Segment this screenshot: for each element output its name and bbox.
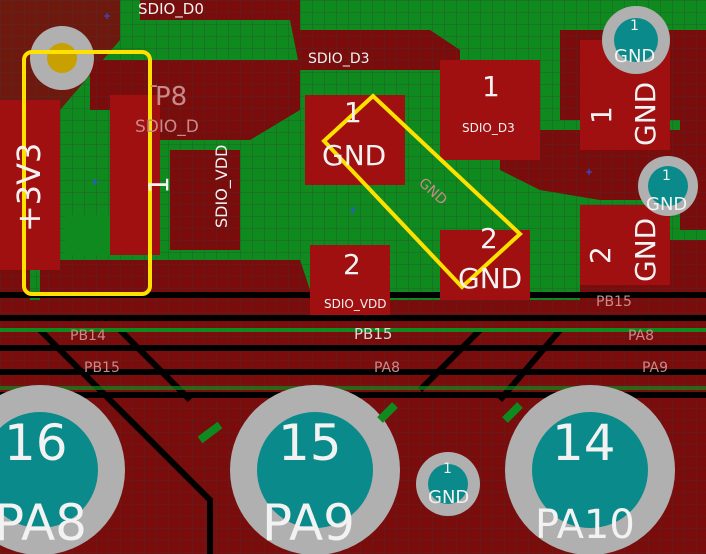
via-mid-gnd: GND xyxy=(646,194,687,215)
right-pad1-number: 1 xyxy=(585,106,618,124)
ref-p8: P8 xyxy=(155,82,187,112)
pad1-number: 1 xyxy=(344,96,362,129)
net-label-sdio-vdd-vertical: SDIO_VDD xyxy=(212,145,232,228)
net-label-plus-3v3: +3V3 xyxy=(10,143,48,232)
pin15-number: 15 xyxy=(278,414,342,472)
net-label-sdio-d-partial: SDIO_D xyxy=(135,117,199,137)
pin16-drill xyxy=(0,412,98,528)
via-top-number: 1 xyxy=(630,18,639,34)
pin16-number: 16 xyxy=(4,414,68,472)
right-pad2-number: 2 xyxy=(584,246,617,264)
ref-dash: - xyxy=(150,73,158,98)
right-pad2-gnd: GND xyxy=(629,218,662,282)
pad1-gnd: GND xyxy=(322,139,386,172)
pin14-drill xyxy=(532,412,648,528)
vias xyxy=(30,6,698,516)
sdio-vdd-pad-number: 2 xyxy=(343,248,361,281)
net-label-pb15-left: PB15 xyxy=(84,360,120,376)
highlight-box-left[interactable] xyxy=(22,50,152,296)
smd-pads xyxy=(0,40,670,315)
pin15-drill xyxy=(257,412,373,528)
net-label-pa9-right: PA9 xyxy=(642,360,668,376)
via-mid-drill xyxy=(648,166,688,206)
net-label-pa8-right: PA8 xyxy=(628,328,654,344)
origin-markers xyxy=(92,13,592,213)
via-top-gnd: GND xyxy=(614,46,655,67)
net-label-pb15-right: PB15 xyxy=(596,294,632,310)
thru-hole-pins xyxy=(0,385,675,554)
via-topleft-drill xyxy=(47,43,77,73)
net-label-pb15-mid: PB15 xyxy=(354,325,392,343)
pad2-number: 2 xyxy=(480,222,498,255)
net-label-pb14-left: PB14 xyxy=(70,328,106,344)
green-pad xyxy=(65,215,110,255)
via-bot-number: 1 xyxy=(443,461,452,477)
sdio-d3-pad-number: 1 xyxy=(482,70,500,103)
sdio-d3-pad-net: SDIO_D3 xyxy=(462,121,515,135)
via-top-drill xyxy=(614,18,658,62)
sdio-vdd-pad-net: SDIO_VDD xyxy=(324,297,387,311)
thermal-spokes xyxy=(197,402,523,444)
net-label-sdio-d0-top: SDIO_D0 xyxy=(138,0,204,19)
net-label-sdio-d3-trace: SDIO_D3 xyxy=(308,51,370,67)
pin-1-left: 1 xyxy=(142,176,175,194)
pad2-gnd: GND xyxy=(458,262,522,295)
pin14-number: 14 xyxy=(552,414,616,472)
highlight-box-rotated[interactable] xyxy=(321,93,523,290)
pin14-net: PA10 xyxy=(535,502,635,548)
pin16-net: PA8 xyxy=(0,494,87,552)
via-bot-drill xyxy=(428,464,468,504)
net-label-pa8-mid: PA8 xyxy=(374,360,400,376)
via-bot-gnd: GND xyxy=(428,487,469,508)
via-mid-number: 1 xyxy=(662,168,671,184)
pin15-net: PA9 xyxy=(262,494,355,552)
right-pad1-gnd: GND xyxy=(629,82,662,146)
